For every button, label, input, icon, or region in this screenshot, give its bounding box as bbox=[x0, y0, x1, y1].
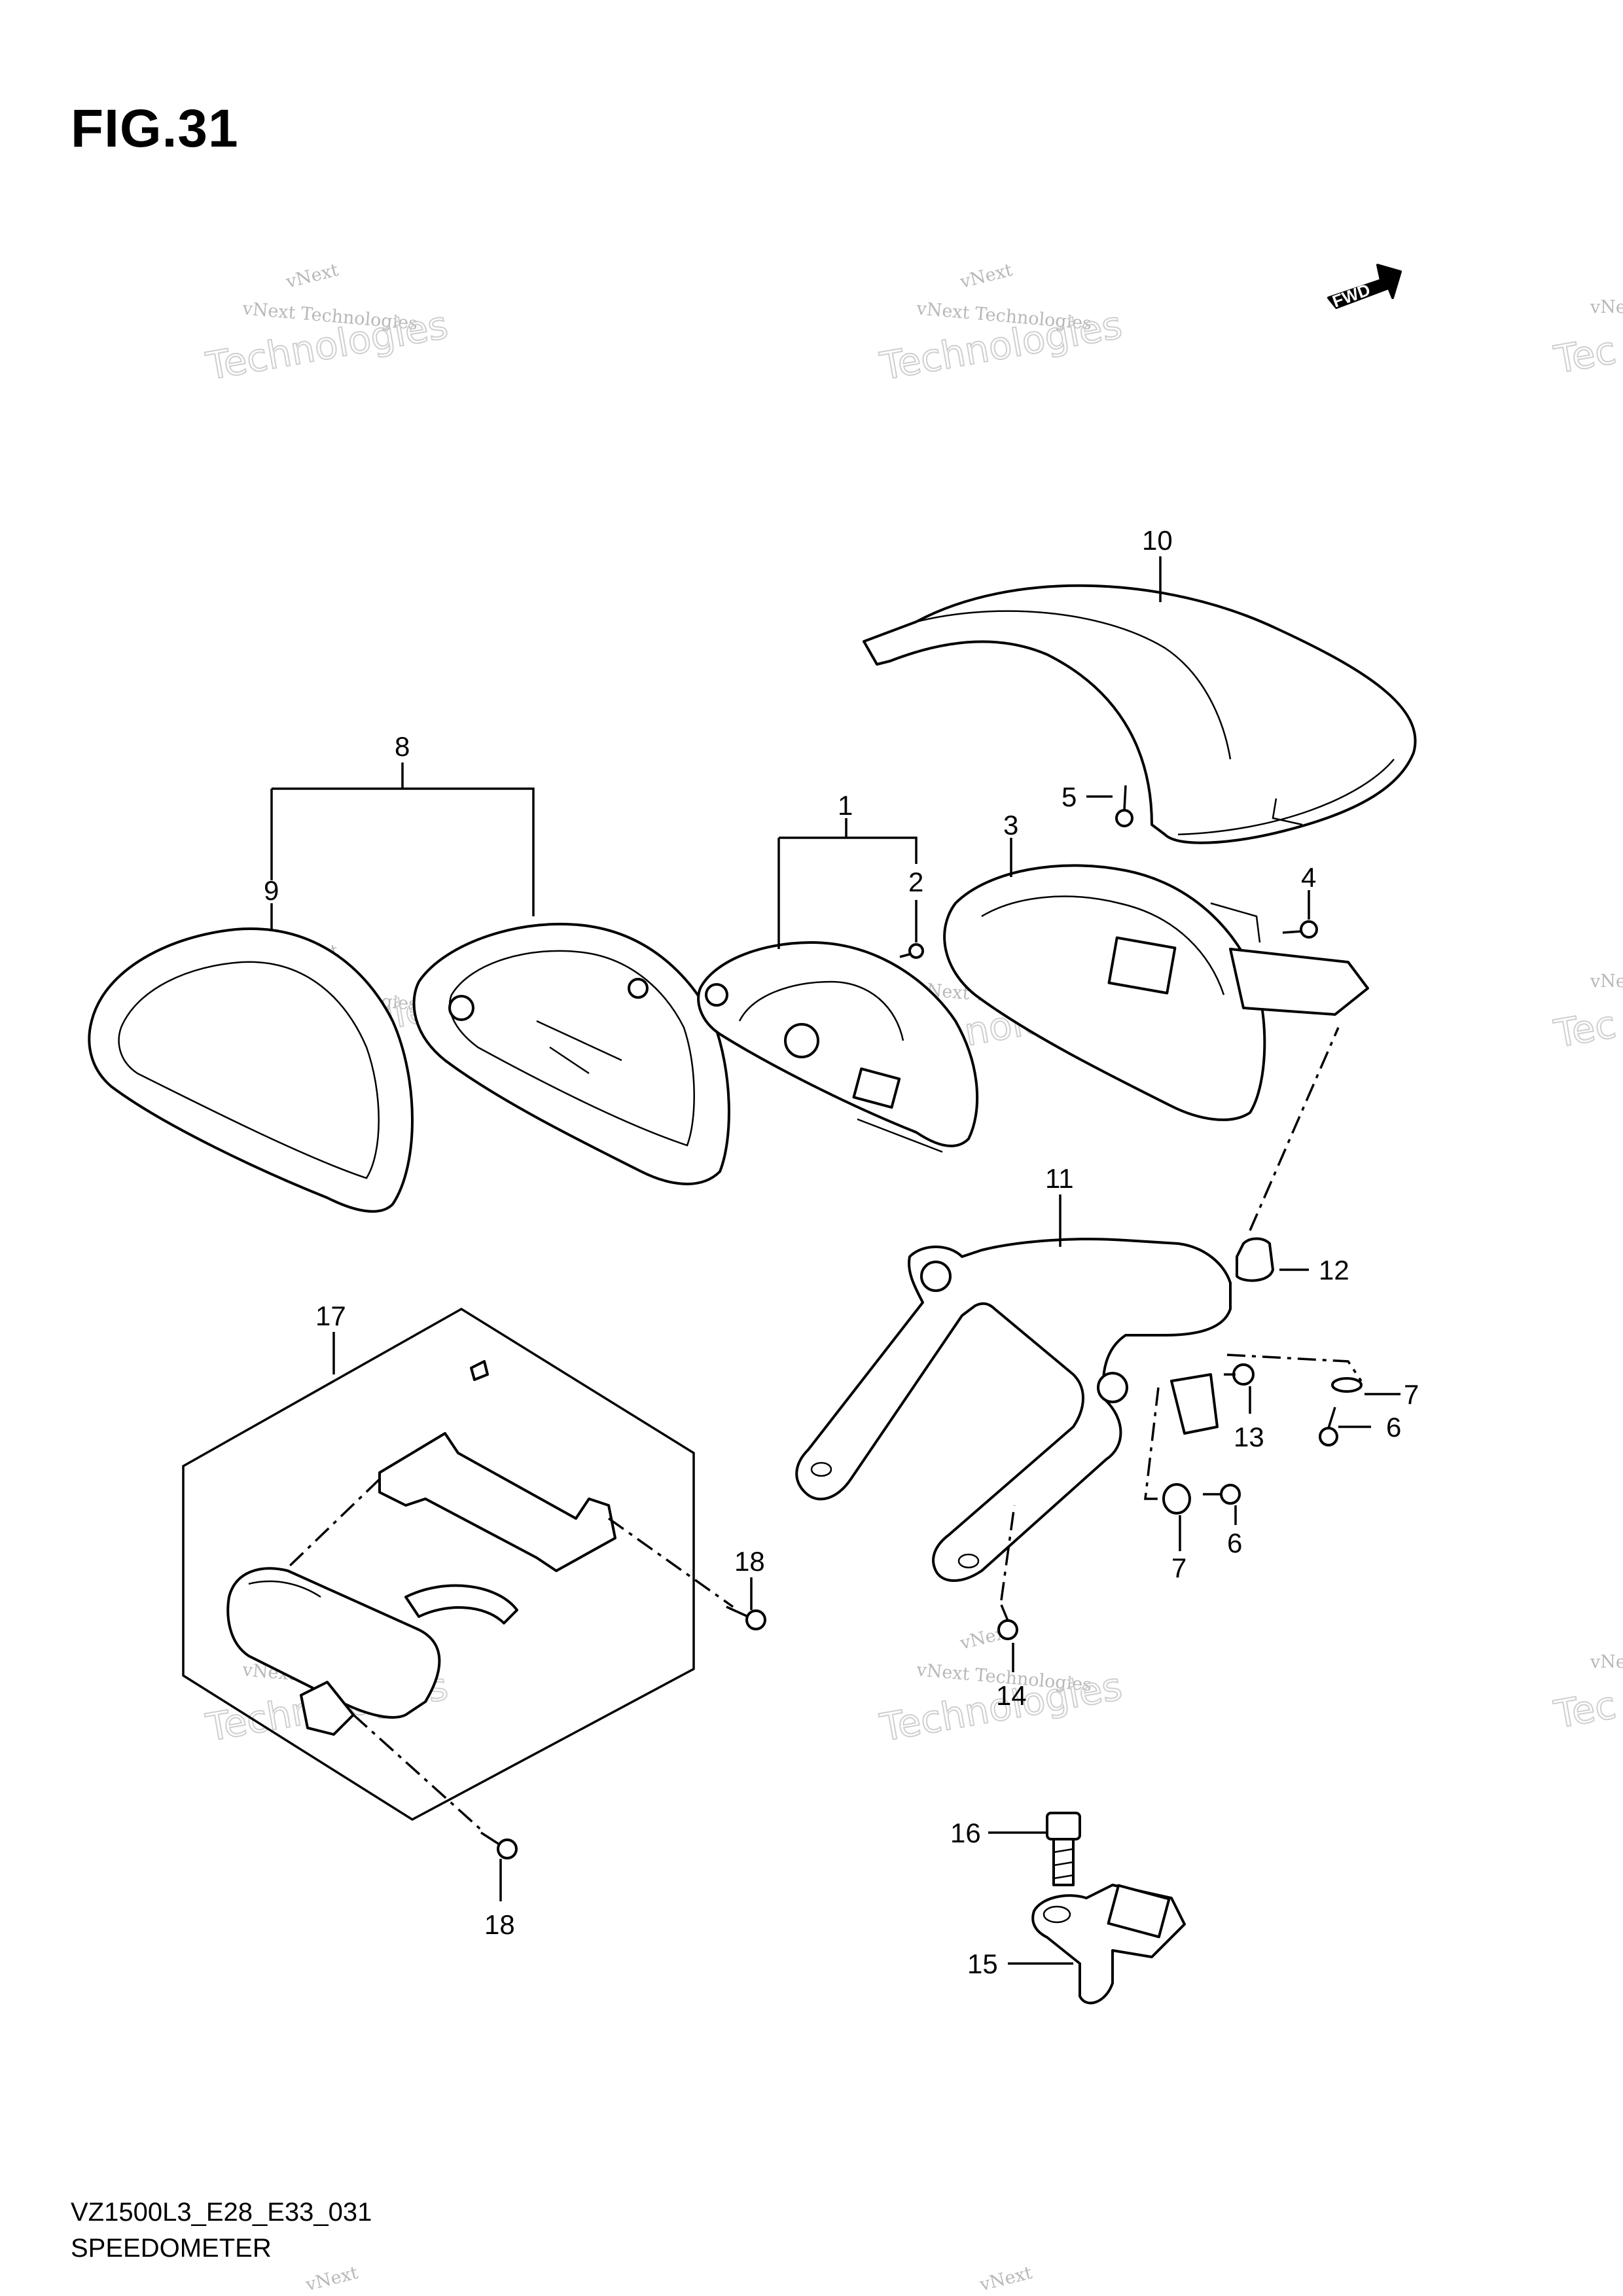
callout-15: 15 bbox=[967, 1948, 998, 1979]
section-name: SPEEDOMETER bbox=[71, 2234, 272, 2263]
watermark-low-right: vNe Tec bbox=[1550, 1652, 1623, 1738]
svg-text:FWD: FWD bbox=[1330, 279, 1373, 311]
part-11-meter-bracket bbox=[795, 1238, 1232, 1582]
part-6-screw-right bbox=[1319, 1407, 1338, 1446]
callout-6-right: 6 bbox=[1386, 1412, 1401, 1443]
part-6-screw-lower bbox=[1203, 1484, 1241, 1505]
callout-12: 12 bbox=[1319, 1255, 1349, 1285]
svg-text:vNext: vNext bbox=[957, 260, 1014, 293]
watermark-mid-right: vNe Tec bbox=[1550, 971, 1623, 1057]
svg-text:Tec: Tec bbox=[1551, 1002, 1620, 1056]
callout-2: 2 bbox=[908, 867, 923, 897]
svg-text:vNext: vNext bbox=[303, 2263, 360, 2295]
callout-8: 8 bbox=[395, 731, 410, 762]
svg-text:vNe: vNe bbox=[1590, 1652, 1623, 1672]
part-12-grommet bbox=[1236, 1237, 1274, 1282]
part-5-screw bbox=[1115, 785, 1133, 827]
callout-13: 13 bbox=[1234, 1422, 1264, 1452]
fwd-direction-arrow-icon: FWD bbox=[1327, 264, 1402, 312]
callout-17: 17 bbox=[315, 1300, 346, 1331]
part-7-washer-lower bbox=[1162, 1483, 1191, 1515]
callout-11: 11 bbox=[1045, 1163, 1074, 1194]
part-10-meter-visor bbox=[863, 584, 1417, 844]
svg-text:vNe: vNe bbox=[1590, 971, 1623, 992]
figure-title: FIG.31 bbox=[71, 99, 239, 158]
svg-text:Tec: Tec bbox=[1551, 1683, 1620, 1737]
watermark-top-center: vNext vNext Technologies Technologies bbox=[876, 260, 1126, 389]
callout-10: 10 bbox=[1142, 525, 1173, 556]
callout-1: 1 bbox=[838, 790, 853, 821]
part-13-bolt bbox=[1224, 1363, 1255, 1386]
callout-5: 5 bbox=[1061, 781, 1077, 812]
watermark-bottom: vNext vNext bbox=[303, 2263, 1034, 2295]
callout-18-lower: 18 bbox=[484, 1909, 515, 1940]
part-18-screw-lower bbox=[480, 1831, 518, 1859]
part-2-screw bbox=[899, 943, 924, 959]
callout-14: 14 bbox=[996, 1680, 1027, 1711]
svg-text:vNext: vNext bbox=[283, 260, 340, 293]
watermark-top-left: vNext vNext Technologies Technologies bbox=[202, 260, 452, 389]
callout-7-right: 7 bbox=[1404, 1379, 1419, 1410]
dash-dot-alignment-lines bbox=[287, 1027, 1363, 1834]
part-16-bolt bbox=[1046, 1812, 1081, 1886]
callout-labels: 1 2 3 4 5 6 6 7 7 8 9 10 11 12 13 14 15 … bbox=[264, 525, 1419, 1979]
callout-4: 4 bbox=[1301, 862, 1316, 893]
svg-text:vNext: vNext bbox=[977, 2263, 1034, 2295]
watermark-top-right: vNe Tec bbox=[1550, 297, 1623, 383]
part-9-outer-trim-ring bbox=[88, 927, 414, 1213]
callout-3: 3 bbox=[1003, 810, 1018, 840]
leader-lines bbox=[270, 556, 1400, 1965]
model-code: VZ1500L3_E28_E33_031 bbox=[71, 2198, 372, 2227]
part-4-screw bbox=[1282, 920, 1318, 939]
callout-9: 9 bbox=[264, 875, 279, 906]
part-17-indicator-assy bbox=[226, 1360, 616, 1736]
part-14-screw bbox=[997, 1604, 1018, 1640]
part-8-bezel-with-lens bbox=[412, 922, 730, 1185]
part-3-meter-case bbox=[943, 864, 1369, 1121]
part-18-screw-upper bbox=[726, 1605, 766, 1630]
svg-text:vNe: vNe bbox=[1590, 297, 1623, 317]
part-15-speed-sensor bbox=[1031, 1884, 1186, 2005]
part-17-indicator-assy-frame bbox=[182, 1307, 695, 1821]
part-7-washer-right bbox=[1331, 1377, 1363, 1393]
callout-16: 16 bbox=[950, 1818, 981, 1848]
callout-18-upper: 18 bbox=[734, 1546, 765, 1577]
callout-6-lower: 6 bbox=[1227, 1528, 1242, 1558]
part-1-speedometer-assy bbox=[697, 941, 979, 1153]
svg-text:Tec: Tec bbox=[1551, 328, 1620, 382]
callout-7-lower: 7 bbox=[1171, 1552, 1186, 1583]
